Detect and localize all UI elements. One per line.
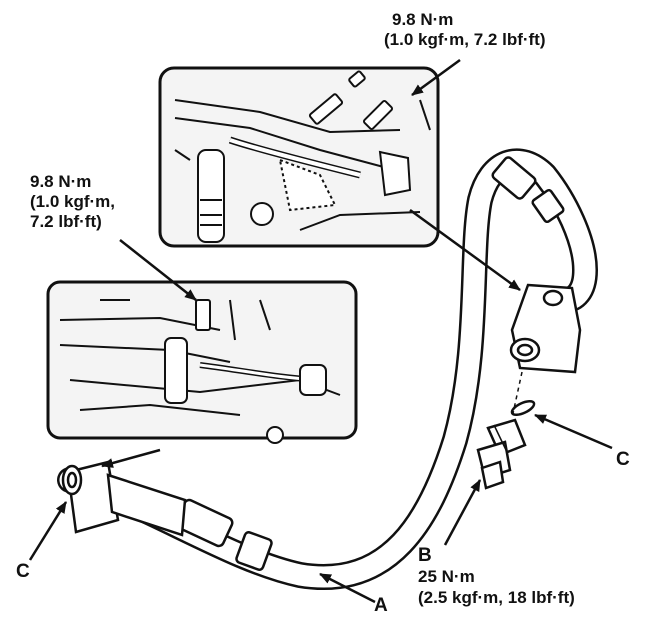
torque-switch-spec: (2.5 kgf·m, 18 lbf·ft) [418,588,575,607]
pressure-switch-port-block [509,283,582,374]
hose-end-fitting [61,460,187,537]
detail-inset-top [158,66,440,248]
label-a: A [374,595,388,616]
o-ring [510,399,536,417]
torque-left-spec-1: (1.0 kgf·m, [30,192,116,211]
suction-hose [57,148,599,590]
torque-left-value: 9.8 N·m [30,172,92,191]
torque-top-value: 9.8 N·m [392,10,454,29]
torque-top-spec: (1.0 kgf·m, 7.2 lbf·ft) [384,30,546,49]
label-b: B [418,545,432,566]
torque-switch-value: 25 N·m [418,567,475,586]
leader-arrows [28,58,613,604]
label-c-right: C [616,449,630,470]
pressure-switch [476,418,527,490]
detail-inset-left [46,280,358,444]
bolts-top [308,70,394,131]
label-c-left: C [16,561,30,582]
alignment-line [511,371,523,419]
torque-left-spec-2: 7.2 lbf·ft) [30,212,102,231]
bolt-left [195,299,211,331]
